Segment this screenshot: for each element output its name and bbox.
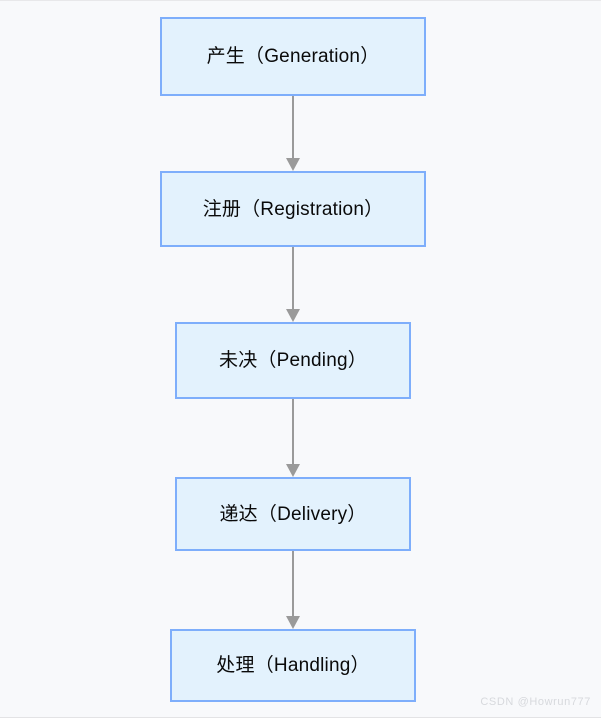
- flow-node-label: 递达（Delivery）: [219, 503, 367, 525]
- edge-delivery-handling: [286, 551, 300, 629]
- edge-generation-registration: [286, 96, 300, 171]
- flow-node-registration[interactable]: 注册（Registration）: [160, 171, 426, 247]
- edge-registration-pending: [286, 247, 300, 322]
- flow-node-generation[interactable]: 产生（Generation）: [160, 17, 426, 96]
- arrowhead-icon: [286, 158, 300, 171]
- flow-node-label: 处理（Handling）: [216, 655, 370, 676]
- flow-node-label: 产生（Generation）: [206, 46, 380, 67]
- flow-node-handling[interactable]: 处理（Handling）: [170, 629, 416, 702]
- watermark-text: CSDN @Howrun777: [480, 696, 591, 708]
- flow-node-delivery[interactable]: 递达（Delivery）: [175, 477, 411, 551]
- arrowhead-icon: [286, 309, 300, 322]
- edge-pending-delivery: [286, 399, 300, 477]
- arrowhead-icon: [286, 616, 300, 629]
- flow-node-label: 注册（Registration）: [202, 198, 384, 220]
- arrowhead-icon: [286, 464, 300, 477]
- flow-node-label: 未决（Pending）: [219, 350, 367, 371]
- flow-node-pending[interactable]: 未决（Pending）: [175, 322, 411, 399]
